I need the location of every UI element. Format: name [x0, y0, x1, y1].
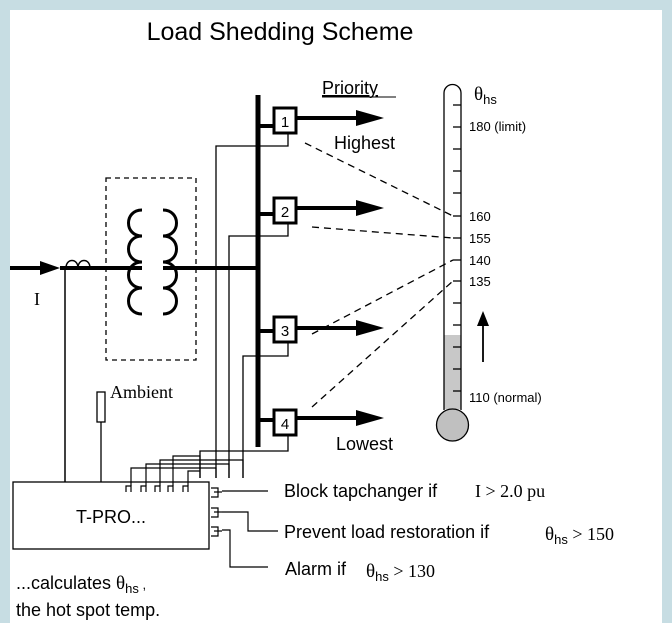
- thermometer-symbol: θhs: [474, 84, 497, 107]
- ambient-label: Ambient: [110, 382, 173, 402]
- breaker-1-label: 1: [281, 114, 289, 131]
- thermometer-icon: [435, 83, 470, 442]
- relay-input-terminals: [125, 455, 244, 492]
- feeder-3: 3: [242, 315, 384, 478]
- priority-header: Priority: [322, 78, 378, 98]
- priority-threshold-links: [304, 142, 454, 408]
- footnote-line-1: ...calculates θhs ,: [16, 573, 146, 596]
- priority-lowest-label: Lowest: [336, 434, 393, 454]
- breaker-1: [272, 106, 298, 135]
- relay-output-contacts: [211, 487, 278, 568]
- action-block-condition: I > 2.0 pu: [475, 481, 545, 501]
- action-prevent-restoration: Prevent load restoration if θhs > 150: [284, 522, 614, 547]
- action-alarm-text: Alarm if: [285, 559, 347, 579]
- feeder-1: 1: [215, 106, 384, 478]
- footnote-line-2: the hot spot temp.: [16, 600, 160, 620]
- ambient-sensor-icon: [96, 391, 106, 423]
- mark-180-limit: 180 (limit): [469, 119, 526, 134]
- incoming-line: [10, 261, 133, 275]
- relay-label: T-PRO...: [76, 507, 146, 527]
- action-prevent-text: Prevent load restoration if: [284, 522, 490, 542]
- breaker-3-label: 3: [281, 323, 289, 340]
- action-prevent-condition: θhs > 150: [545, 524, 614, 547]
- current-symbol: I: [34, 289, 40, 309]
- mark-160: 160: [469, 209, 491, 224]
- diagram-title: Load Shedding Scheme: [147, 18, 414, 46]
- priority-highest-label: Highest: [334, 133, 395, 153]
- relay-box: [12, 481, 210, 550]
- breaker-4-label: 4: [281, 416, 289, 433]
- current-transformer-icon: [65, 259, 91, 269]
- mark-135: 135: [469, 274, 491, 289]
- action-block-tapchanger: Block tapchanger if I > 2.0 pu: [284, 481, 545, 501]
- mark-140: 140: [469, 253, 491, 268]
- breaker-2-label: 2: [281, 204, 289, 221]
- action-alarm-condition: θhs > 130: [366, 561, 435, 584]
- breaker-4: [272, 408, 298, 437]
- breaker-2: [272, 196, 298, 225]
- action-alarm: Alarm if θhs > 130: [285, 559, 435, 584]
- mark-155: 155: [469, 231, 491, 246]
- feeder-4: 4: [199, 408, 384, 478]
- transformer-icon: [127, 208, 178, 316]
- feeder-2: 2: [228, 196, 384, 478]
- mark-110-normal: 110 (normal): [469, 390, 542, 405]
- action-block-text: Block tapchanger if: [284, 481, 438, 501]
